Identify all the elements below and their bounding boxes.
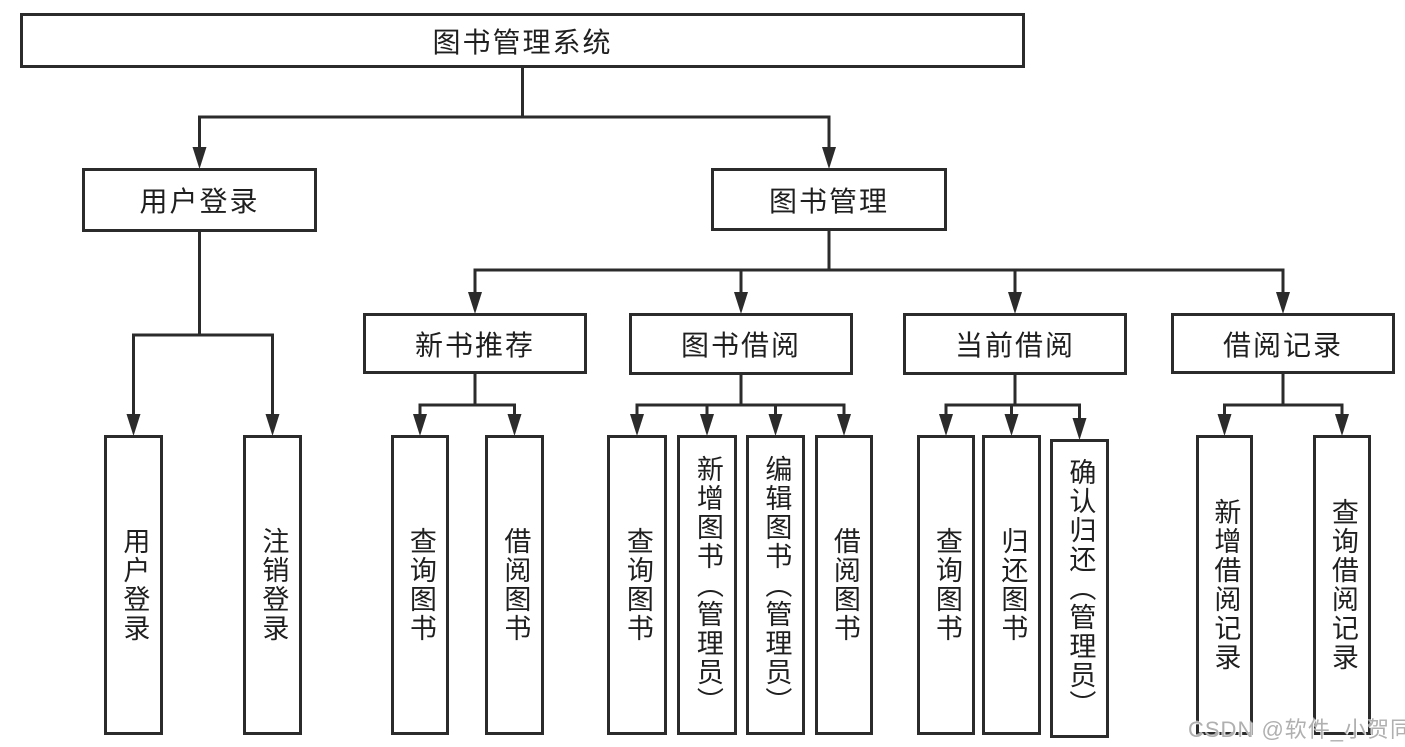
- node-nbr-query: 查询图书: [391, 435, 449, 735]
- arrowhead-icon: [1008, 292, 1022, 314]
- node-bb-query: 查询图书: [607, 435, 667, 735]
- node-bb-add: 新增图书（管理员）: [677, 435, 737, 735]
- arrowhead-icon: [468, 292, 482, 314]
- node-br-add: 新增借阅记录: [1196, 435, 1253, 735]
- node-label-current-borrow: 当前借阅: [954, 330, 1075, 361]
- arrowhead-icon: [837, 414, 851, 436]
- node-label-bb-borrow: 借阅图书: [829, 527, 860, 643]
- arrowhead-icon: [126, 414, 141, 436]
- node-nbr-borrow: 借阅图书: [485, 435, 544, 735]
- arrowhead-icon: [822, 147, 836, 169]
- arrowhead-icon: [1072, 418, 1087, 440]
- node-label-borrow-records: 借阅记录: [1222, 329, 1343, 361]
- node-cb-query: 查询图书: [917, 435, 975, 735]
- node-cb-return: 归还图书: [982, 435, 1041, 735]
- arrowhead-icon: [734, 292, 748, 314]
- arrowhead-icon: [1276, 292, 1290, 314]
- node-label-leaf-logout: 注销登录: [258, 527, 289, 643]
- node-label-cb-query: 查询图书: [931, 527, 962, 643]
- watermark: CSDN @软件_小贺同学: [1188, 717, 1405, 742]
- arrowhead-icon: [413, 414, 427, 436]
- node-user-login: 用户登录: [82, 168, 317, 232]
- arrowhead-icon: [265, 414, 280, 436]
- arrowhead-icon: [192, 147, 207, 169]
- node-book-mgmt: 图书管理: [711, 168, 947, 231]
- node-label-nbr-borrow: 借阅图书: [500, 527, 531, 643]
- node-label-nbr-query: 查询图书: [405, 527, 436, 643]
- node-label-cb-return: 归还图书: [997, 527, 1028, 643]
- node-leaf-logout: 注销登录: [243, 435, 302, 735]
- node-label-leaf-user-login: 用户登录: [119, 527, 150, 643]
- node-borrow-records: 借阅记录: [1171, 313, 1395, 374]
- node-label-new-book-rec: 新书推荐: [414, 329, 535, 361]
- node-label-root: 图书管理系统: [432, 26, 613, 58]
- node-label-br-add: 新增借阅记录: [1210, 498, 1241, 672]
- arrowhead-icon: [768, 414, 783, 436]
- node-label-cb-confirm: 确认归还（管理员）: [1065, 458, 1096, 719]
- node-bb-edit: 编辑图书（管理员）: [746, 435, 805, 735]
- arrowhead-icon: [1217, 414, 1232, 436]
- node-label-bb-query: 查询图书: [622, 527, 653, 643]
- node-label-book-borrow: 图书借阅: [680, 330, 801, 361]
- arrowhead-icon: [939, 414, 953, 436]
- arrowhead-icon: [700, 414, 714, 436]
- node-book-borrow: 图书借阅: [629, 313, 853, 375]
- node-new-book-rec: 新书推荐: [363, 313, 587, 374]
- node-bb-borrow: 借阅图书: [815, 435, 873, 735]
- node-label-bb-edit: 编辑图书（管理员）: [761, 454, 792, 716]
- node-br-query: 查询借阅记录: [1313, 435, 1371, 735]
- node-label-bb-add: 新增图书（管理员）: [692, 454, 723, 716]
- arrowhead-icon: [1335, 414, 1349, 436]
- node-leaf-user-login: 用户登录: [104, 435, 163, 735]
- arrowhead-icon: [630, 414, 644, 436]
- node-current-borrow: 当前借阅: [903, 313, 1127, 375]
- node-label-user-login: 用户登录: [139, 186, 260, 217]
- node-cb-confirm: 确认归还（管理员）: [1050, 439, 1109, 738]
- node-root: 图书管理系统: [20, 13, 1025, 68]
- node-label-br-query: 查询借阅记录: [1327, 498, 1358, 672]
- arrowhead-icon: [507, 414, 522, 436]
- node-label-book-mgmt: 图书管理: [768, 185, 889, 217]
- arrowhead-icon: [1004, 414, 1019, 436]
